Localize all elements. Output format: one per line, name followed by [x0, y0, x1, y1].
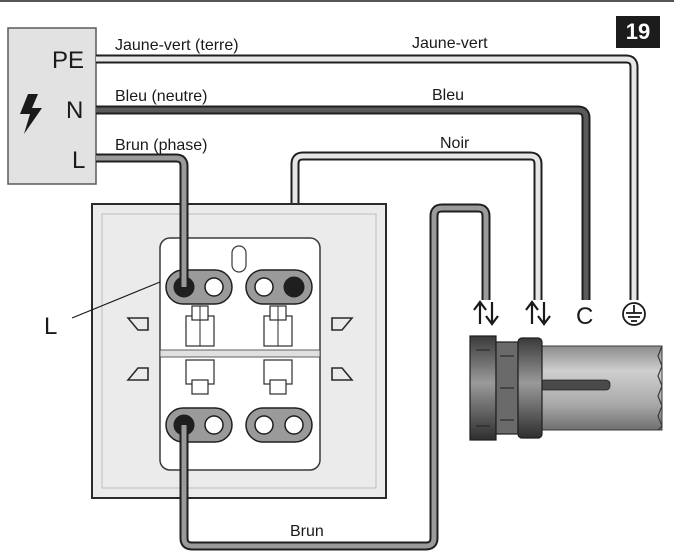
- up-down-arrows-icon: [525, 300, 551, 326]
- switch-label-leader: [71, 281, 161, 319]
- terminal-n-label: N: [66, 97, 83, 124]
- up-down-arrows-icon: [473, 300, 499, 326]
- ground-icon: [622, 302, 646, 326]
- wire-label-blue: Bleu: [432, 87, 464, 104]
- motor-terminal-common: C: [576, 303, 593, 330]
- wire-black: [290, 151, 543, 300]
- terminal-bottom-left: [165, 407, 233, 443]
- wire-label-n: Bleu (neutre): [115, 88, 208, 105]
- terminal-bottom-right: [245, 407, 313, 443]
- switch-label: L: [44, 313, 57, 340]
- terminal-pe-label: PE: [52, 47, 84, 74]
- wire-label-brown: Brun: [290, 523, 324, 540]
- terminal-top-right: [245, 269, 313, 305]
- top-rule: [0, 0, 674, 2]
- wire-label-pe: Jaune-vert (terre): [115, 37, 239, 54]
- supply-box: PE N L: [7, 27, 97, 185]
- wire-brown: [179, 203, 491, 551]
- lightning-icon: [20, 94, 42, 134]
- wire-label-black: Noir: [440, 135, 470, 152]
- wire-yellow-green: [96, 54, 639, 300]
- wire-brown-phase: [96, 153, 189, 287]
- wire-blue: [96, 105, 591, 300]
- terminal-top-left: [165, 269, 233, 305]
- switch-plate: [91, 203, 387, 499]
- tubular-motor: [469, 335, 663, 441]
- terminal-l-label: L: [72, 147, 85, 174]
- figure-number-badge: 19: [616, 16, 660, 48]
- wire-label-yellow-green: Jaune-vert: [412, 35, 488, 52]
- wire-label-l: Brun (phase): [115, 137, 208, 154]
